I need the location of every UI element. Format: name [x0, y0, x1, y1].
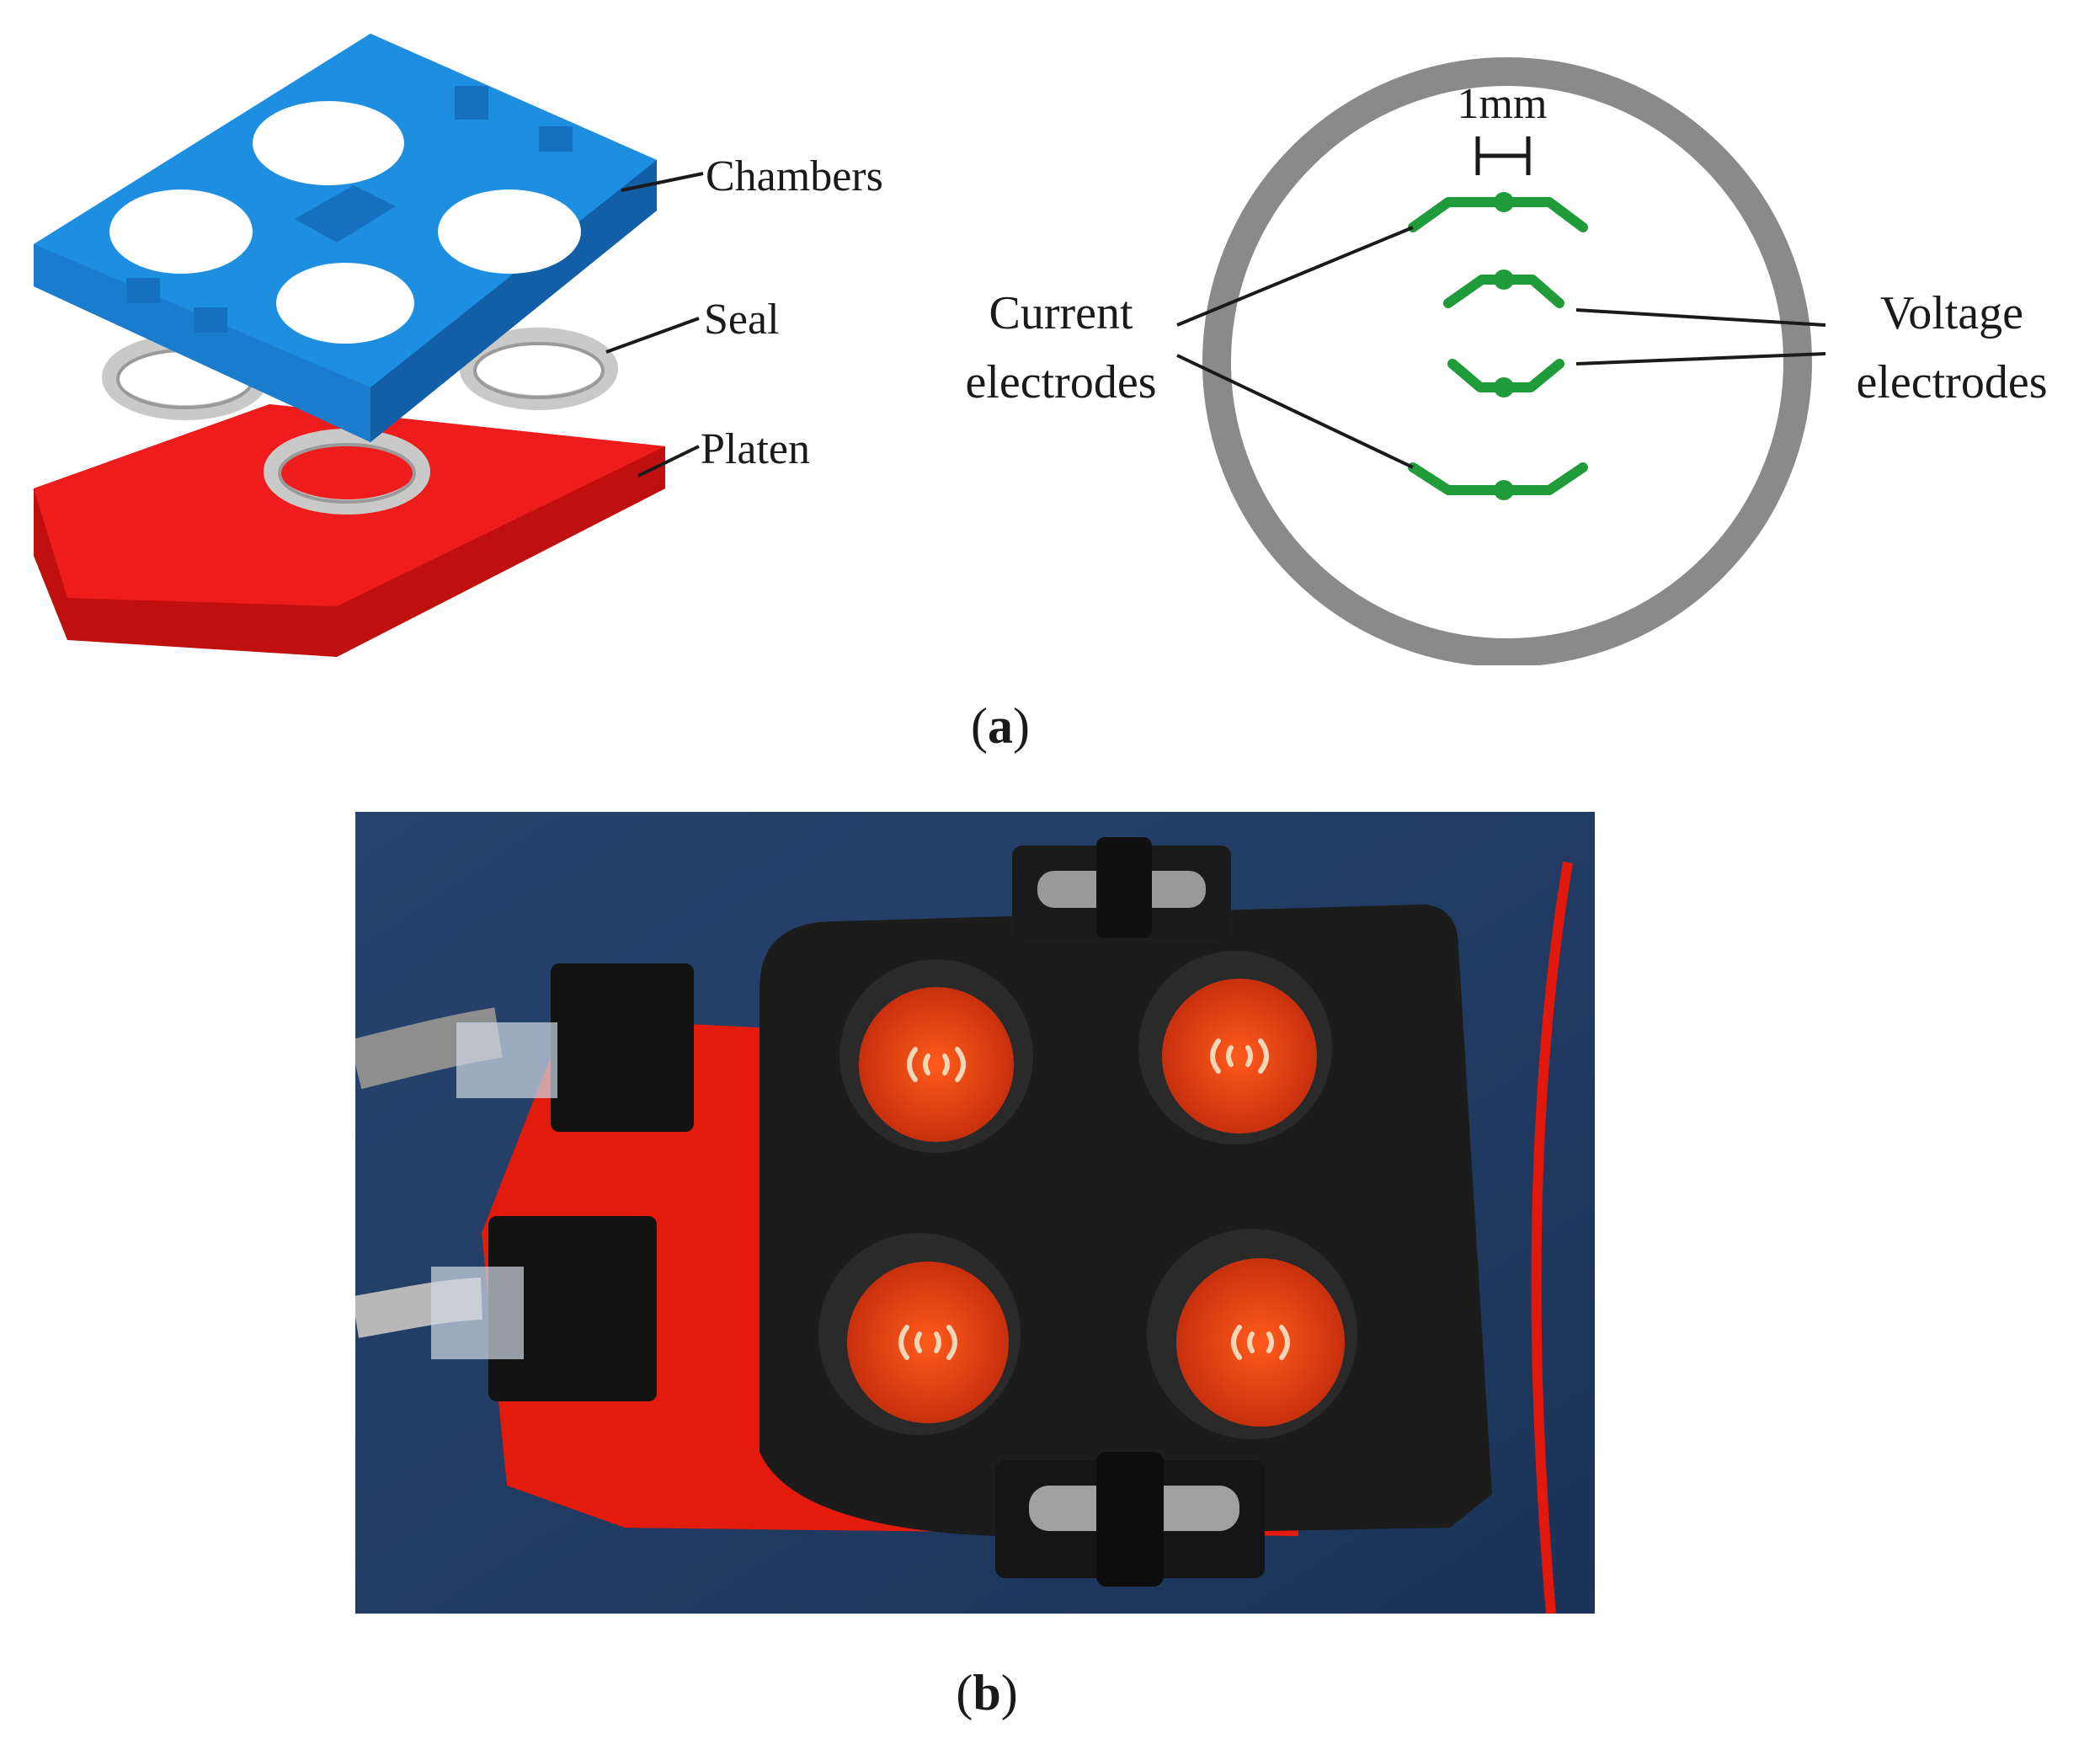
caption-b-letter: b — [973, 1665, 1001, 1721]
electrode-layout-drawing: 1mm Current electrodes Voltage electrode… — [966, 57, 2048, 667]
label-voltage-line2: electrodes — [1857, 356, 2048, 408]
connector-top — [551, 963, 694, 1132]
red-wire — [1531, 862, 1573, 1614]
chamber-hole-right — [438, 189, 581, 274]
chamber-hole-top — [253, 101, 404, 185]
seal-ring-front — [264, 429, 430, 515]
exploded-assembly-drawing: Chambers Seal Platen — [34, 34, 883, 657]
pcb-board — [482, 1018, 1298, 1536]
caption-a: (a) — [971, 698, 1030, 754]
chamber-hole-left — [109, 189, 253, 274]
caption-b: (b) — [956, 1665, 1018, 1721]
scale-bar — [1475, 136, 1531, 175]
label-seal: Seal — [704, 296, 780, 344]
chamber-ring — [1202, 57, 1812, 667]
label-current-line2: electrodes — [966, 356, 1157, 408]
chambers-block — [34, 34, 657, 442]
connector-bottom — [488, 1216, 657, 1401]
seal-ring-right — [460, 328, 618, 410]
chamber-hole-bottom — [276, 263, 414, 344]
exploded-assembly-view: Chambers Seal Platen — [17, 17, 960, 674]
label-current-line1: Current — [989, 287, 1133, 339]
label-platen: Platen — [701, 425, 810, 473]
electrode-layout-diagram: 1mm Current electrodes Voltage electrode… — [926, 42, 2100, 667]
device-photograph — [349, 812, 1595, 1614]
label-voltage-line1: Voltage — [1880, 287, 2023, 339]
device-photo-illustration — [349, 812, 1595, 1614]
scale-bar-label: 1mm — [1458, 80, 1548, 128]
caption-a-letter: a — [988, 698, 1013, 754]
label-chambers: Chambers — [706, 152, 883, 200]
